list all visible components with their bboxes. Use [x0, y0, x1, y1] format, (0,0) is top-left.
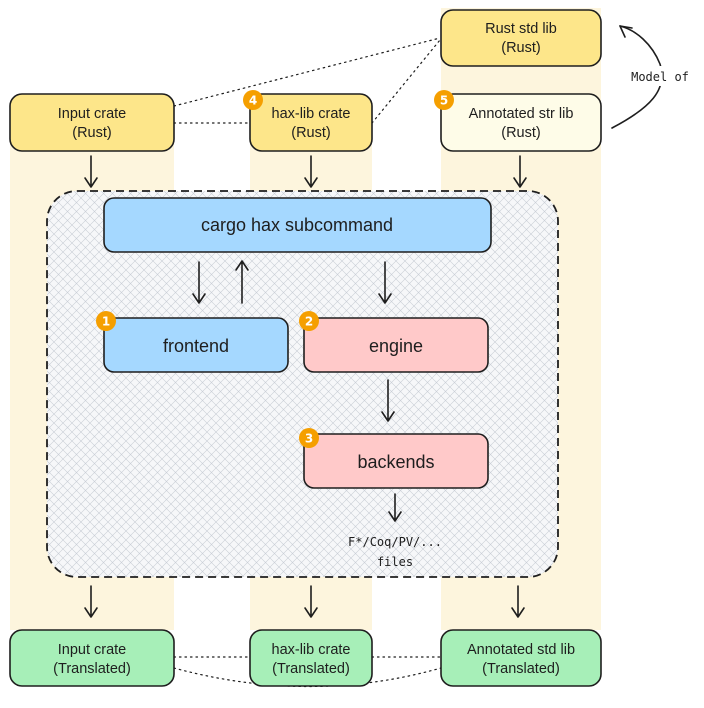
input-crate-translated-line1: Input crate	[58, 642, 127, 658]
input-arrows-top	[84, 155, 527, 188]
center-arrows	[192, 260, 402, 522]
annotated-std-lib-translated-line2: (Translated)	[482, 661, 560, 677]
svg-text:2: 2	[305, 315, 313, 329]
engine-label: engine	[369, 336, 423, 356]
input-crate-translated-box: Input crate (Translated)	[9, 629, 175, 687]
model-of-annotation: Model of	[611, 25, 696, 129]
dotted-connectors	[173, 37, 442, 688]
model-of-label: Model of	[631, 70, 689, 84]
hax-lib-crate-rust-line1: hax-lib crate	[272, 106, 351, 122]
output-files-line2: files	[377, 555, 413, 569]
svg-text:5: 5	[440, 94, 448, 108]
badge-1: 1	[96, 311, 116, 331]
hax-lib-crate-rust-box: hax-lib crate (Rust)	[249, 93, 373, 152]
svg-text:3: 3	[305, 432, 313, 446]
rust-std-lib-box: Rust std lib (Rust)	[440, 9, 602, 67]
badge-4: 4	[243, 90, 263, 110]
annotated-str-lib-line2: (Rust)	[501, 125, 540, 141]
backends-label: backends	[357, 452, 434, 472]
input-crate-rust-line2: (Rust)	[72, 125, 111, 141]
annotated-str-lib-box: Annotated str lib (Rust)	[440, 93, 602, 152]
badge-3: 3	[299, 428, 319, 448]
hax-lib-crate-translated-line2: (Translated)	[272, 661, 350, 677]
annotated-std-lib-translated-box: Annotated std lib (Translated)	[440, 629, 602, 687]
frontend-label: frontend	[163, 336, 229, 356]
output-files-line1: F*/Coq/PV/...	[348, 535, 442, 549]
hax-lib-crate-translated-box: hax-lib crate (Translated)	[249, 629, 373, 687]
cargo-hax-label: cargo hax subcommand	[201, 215, 393, 235]
rust-std-lib-line2: (Rust)	[501, 40, 540, 56]
hax-lib-crate-rust-line2: (Rust)	[291, 125, 330, 141]
backends-box: backends	[303, 433, 489, 489]
badge-5: 5	[434, 90, 454, 110]
input-crate-translated-line2: (Translated)	[53, 661, 131, 677]
annotated-str-lib-line1: Annotated str lib	[469, 106, 574, 122]
rust-std-lib-line1: Rust std lib	[485, 21, 557, 37]
engine-box: engine	[303, 317, 489, 373]
hax-lib-crate-translated-line1: hax-lib crate	[272, 642, 351, 658]
input-crate-rust-box: Input crate (Rust)	[9, 93, 175, 152]
output-arrows-bottom	[84, 585, 525, 618]
input-crate-rust-line1: Input crate	[58, 106, 127, 122]
frontend-box: frontend	[103, 317, 289, 373]
svg-text:1: 1	[102, 315, 110, 329]
annotated-std-lib-translated-line1: Annotated std lib	[467, 642, 575, 658]
cargo-hax-subcommand-box: cargo hax subcommand	[103, 197, 492, 253]
svg-text:4: 4	[249, 94, 257, 108]
badge-2: 2	[299, 311, 319, 331]
